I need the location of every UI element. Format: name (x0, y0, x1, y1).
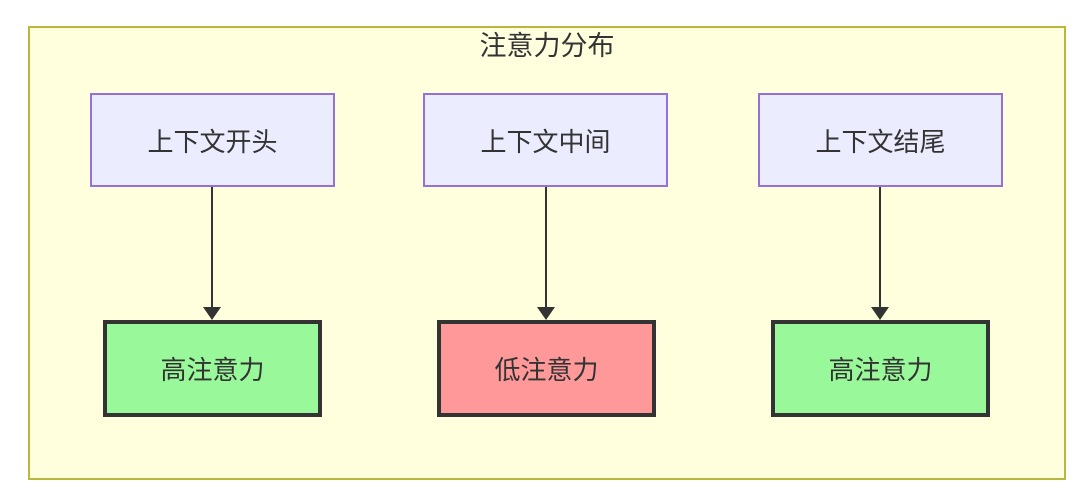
arrowhead-down-icon (203, 307, 221, 320)
attention-low-label-center: 低注意力 (494, 356, 599, 386)
context-middle-label: 上下文中间 (480, 127, 611, 158)
arrowhead-down-icon (871, 307, 889, 320)
context-start-node: 上下文开头 (90, 93, 335, 187)
arrowhead-down-icon (537, 307, 555, 320)
attention-low-node-center: 低注意力 (437, 320, 656, 417)
context-middle-node: 上下文中间 (423, 93, 668, 187)
arrow-middle-to-low (537, 187, 555, 320)
arrow-line (211, 187, 213, 307)
arrow-line (879, 187, 881, 307)
attention-high-label-left: 高注意力 (160, 356, 265, 386)
context-start-label: 上下文开头 (147, 127, 278, 158)
context-end-node: 上下文结尾 (758, 93, 1003, 187)
arrow-start-to-high (203, 187, 221, 320)
attention-high-node-right: 高注意力 (771, 320, 990, 417)
context-end-label: 上下文结尾 (815, 127, 946, 158)
attention-high-node-left: 高注意力 (103, 320, 322, 417)
attention-high-label-right: 高注意力 (828, 356, 933, 386)
arrow-line (545, 187, 547, 307)
arrow-end-to-high (871, 187, 889, 320)
diagram-title: 注意力分布 (479, 31, 615, 62)
